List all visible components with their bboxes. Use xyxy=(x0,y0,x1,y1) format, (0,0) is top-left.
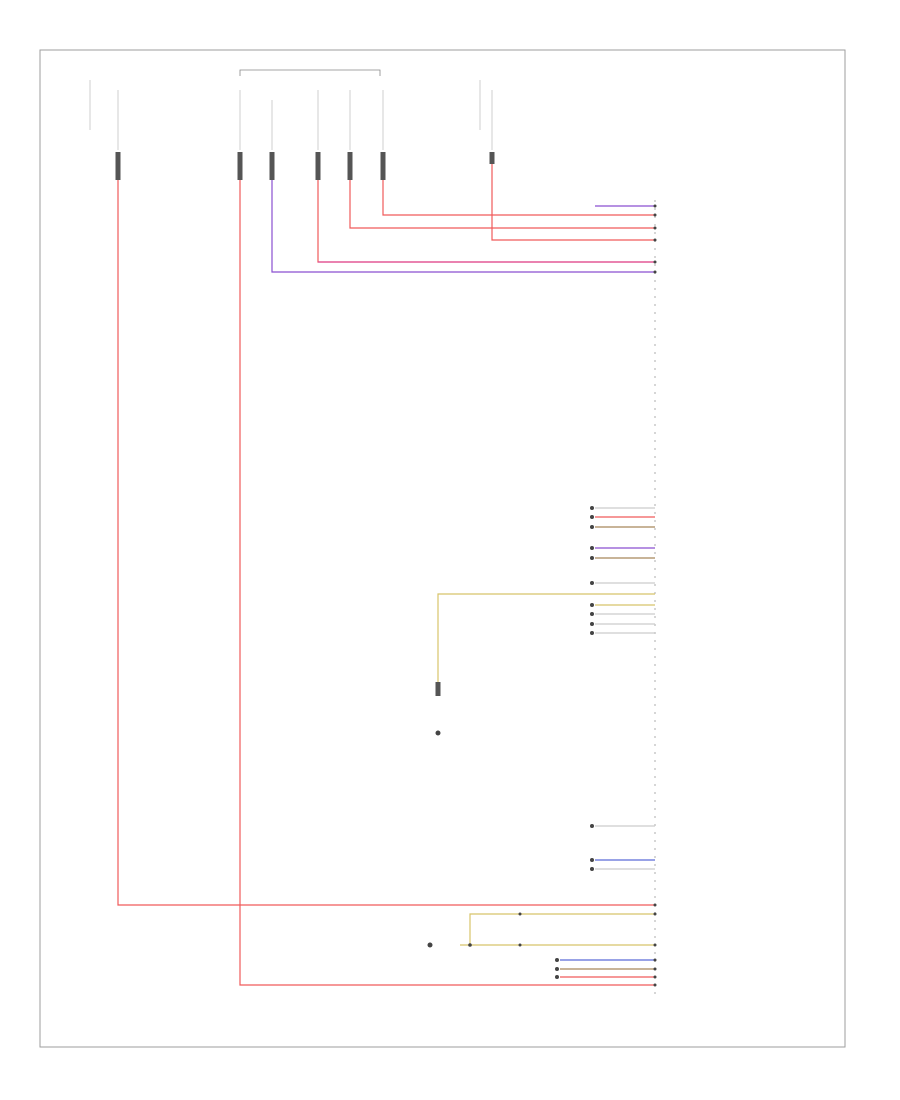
connector-pin-icon xyxy=(237,152,243,180)
ground-icon xyxy=(427,942,433,948)
fuse-stubs xyxy=(89,80,493,150)
connector-pin-icon xyxy=(489,152,495,164)
module-pin-markers-top xyxy=(653,204,657,274)
module-pin-markers-bottom xyxy=(653,903,657,987)
fuse-connectors xyxy=(115,152,495,180)
lower-feed-connectors xyxy=(590,824,594,871)
connector-pin-icon xyxy=(347,152,353,180)
middle-feeds xyxy=(595,507,655,634)
ground-icon xyxy=(435,730,441,736)
fuse-group-bracket xyxy=(239,69,381,76)
diagram-frame xyxy=(39,49,846,1048)
connector-pin-icon xyxy=(380,152,386,180)
lower-feeds xyxy=(595,825,655,870)
connector-pin-icon xyxy=(315,152,321,180)
splice-point-icon xyxy=(468,912,559,979)
connector-pin-icon xyxy=(269,152,275,180)
middle-feed-connectors xyxy=(590,506,594,635)
wires-purple xyxy=(271,180,655,273)
connector-pin-icon xyxy=(435,682,441,696)
bottom-splice-wires xyxy=(460,913,655,978)
connector-pin-icon xyxy=(115,152,121,180)
wires-red xyxy=(117,164,655,986)
wire-yellow-ground xyxy=(437,593,655,690)
